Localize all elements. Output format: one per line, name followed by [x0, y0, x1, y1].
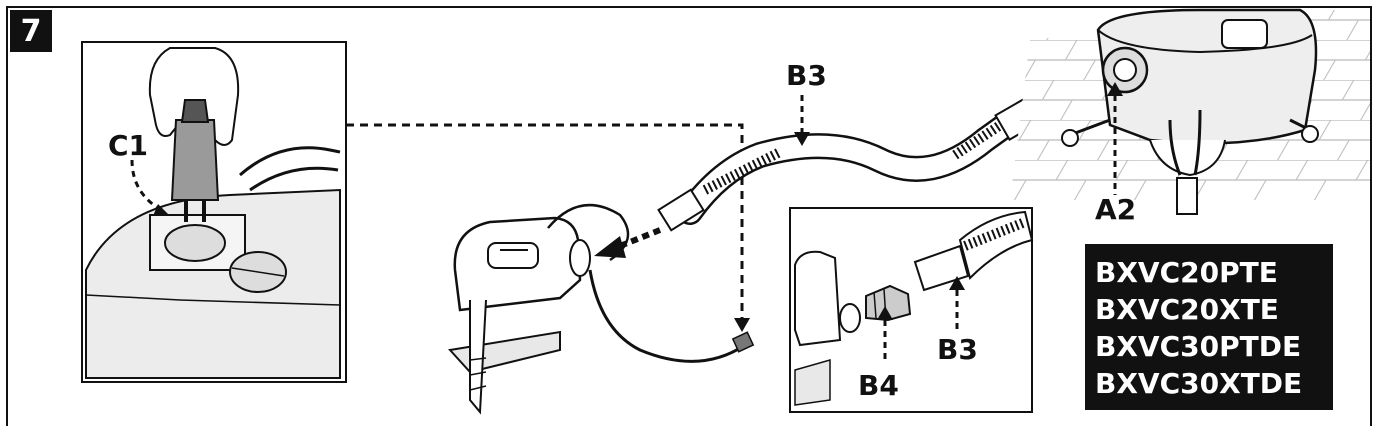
label-b3-detail: B3 — [937, 333, 978, 366]
model-item: BXVC30XTDE — [1095, 367, 1303, 400]
model-list: BXVC20PTE BXVC20XTE BXVC30PTDE BXVC30XTD… — [1085, 244, 1333, 410]
label-a2: A2 — [1095, 193, 1137, 226]
model-item: BXVC20XTE — [1095, 293, 1279, 326]
step-number-badge: 7 — [10, 10, 52, 52]
label-c1: C1 — [108, 129, 149, 162]
model-item: BXVC20PTE — [1095, 256, 1278, 289]
adapter-inset — [789, 207, 1034, 413]
label-b4: B4 — [858, 369, 899, 402]
plug-inset — [81, 41, 347, 383]
model-item: BXVC30PTDE — [1095, 330, 1302, 363]
vacuum-cleaner — [1010, 8, 1370, 215]
label-b3-hose: B3 — [786, 59, 827, 92]
leader-line — [346, 123, 744, 325]
jigsaw — [448, 203, 755, 415]
diagram-frame — [6, 6, 1372, 426]
